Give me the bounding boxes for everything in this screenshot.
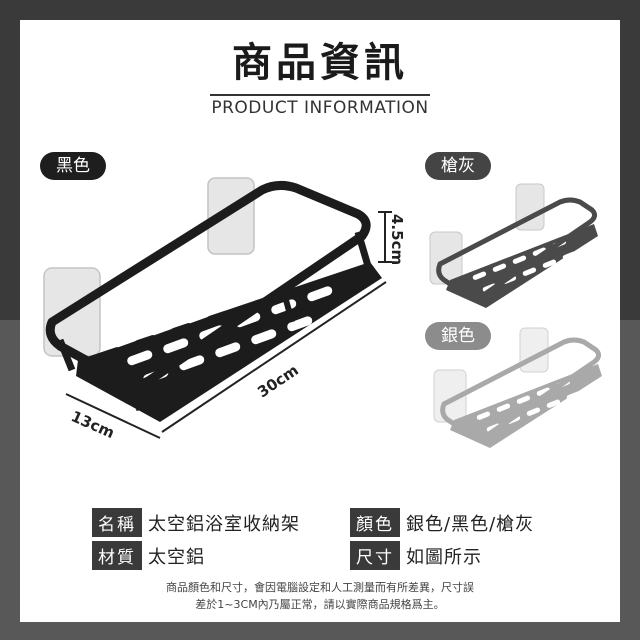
spec-size-label: 尺寸 [350, 541, 400, 570]
spec-material-value: 太空鋁 [148, 546, 205, 568]
spec-color: 顏色 銀色/黑色/槍灰 [350, 508, 534, 537]
dimension-height [378, 211, 392, 263]
variant-label-gunmetal: 槍灰 [425, 152, 491, 180]
dimension-height-label: 4.5cm [388, 214, 406, 265]
frame-left [0, 0, 20, 640]
spec-color-label: 顏色 [350, 508, 400, 537]
spec-name: 名稱 太空鋁浴室收納架 [92, 508, 300, 537]
rack-post [56, 338, 76, 372]
silver-rack-image [433, 327, 602, 448]
dimension-depth [65, 393, 161, 439]
title-divider [210, 94, 430, 96]
dimension-depth-label: 13cm [68, 407, 117, 442]
disclaimer-line-1: 商品顏色和尺寸，會因電腦設定和人工測量而有所差異，尺寸誤 [166, 581, 474, 594]
dimension-length [161, 281, 387, 433]
variant-label-silver: 銀色 [425, 322, 491, 350]
spec-size: 尺寸 如圖所示 [350, 541, 482, 570]
rack-post [283, 299, 295, 323]
rack-post [126, 380, 144, 412]
rack-post [354, 231, 372, 267]
dimension-length-label: 30cm [254, 361, 302, 401]
black-rack-image: 4.5cm 30cm 13cm [43, 177, 406, 442]
spec-material-label: 材質 [92, 541, 142, 570]
gunmetal-rack-image [429, 183, 598, 308]
spec-name-label: 名稱 [92, 508, 142, 537]
frame-right [620, 0, 640, 640]
frame-top [0, 0, 640, 20]
spec-color-value: 銀色/黑色/槍灰 [406, 513, 535, 535]
disclaimer-line-2: 差於1~3CM內乃屬正常，請以實際商品規格爲主。 [195, 598, 445, 611]
spec-material: 材質 太空鋁 [92, 541, 205, 570]
variant-label-black: 黑色 [40, 152, 106, 180]
spec-name-value: 太空鋁浴室收納架 [148, 513, 300, 535]
spec-size-value: 如圖所示 [406, 546, 482, 568]
frame-bottom [0, 622, 640, 640]
page-subtitle: PRODUCT INFORMATION [211, 98, 429, 118]
page-title: 商品資訊 [232, 40, 408, 86]
